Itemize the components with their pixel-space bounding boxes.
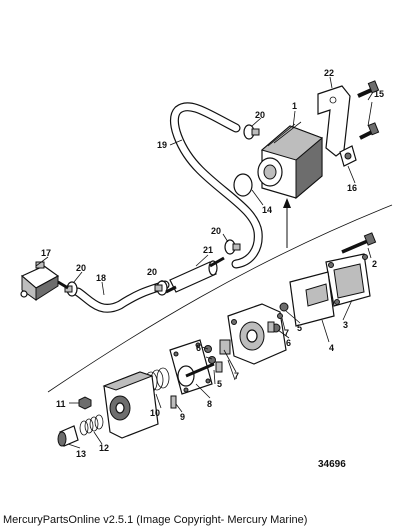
label-part-4: 4	[329, 343, 334, 353]
label-part-9: 9	[180, 412, 185, 422]
gasket-4	[289, 271, 335, 327]
label-part-7-lower: 7	[234, 371, 239, 381]
label-part-12: 12	[99, 443, 109, 453]
label-part-7-upper: 7	[284, 328, 289, 338]
plug-13	[57, 425, 79, 447]
piston-rod	[177, 362, 215, 387]
label-part-6-upper: 6	[286, 338, 291, 348]
label-part-11: 11	[56, 399, 66, 409]
label-part-13: 13	[76, 449, 86, 459]
label-part-14: 14	[262, 205, 272, 215]
pump-cover-3	[325, 253, 371, 307]
label-part-19: 19	[157, 140, 167, 150]
label-part-20-filter: 20	[147, 267, 157, 277]
label-part-10: 10	[150, 408, 160, 418]
pump-body	[227, 303, 287, 365]
label-part-3: 3	[343, 320, 348, 330]
label-part-17: 17	[41, 248, 51, 258]
o-ring-14	[233, 173, 253, 197]
label-part-21: 21	[203, 245, 213, 255]
spring-12	[79, 414, 104, 436]
label-part-2: 2	[372, 259, 377, 269]
figure-number: 34696	[318, 459, 346, 470]
label-part-6-lower: 6	[196, 343, 201, 353]
bracket-22	[317, 85, 351, 157]
hose-clamp-20-mid	[224, 239, 241, 255]
section-divider-line	[47, 204, 393, 393]
copyright-footer: MercuryPartsOnline v2.5.1 (Image Copyrig…	[3, 514, 308, 526]
nut-11	[78, 396, 92, 410]
hose-clamp-20-filter	[154, 280, 168, 296]
screw-15-lower	[359, 122, 380, 140]
fitting-16	[339, 145, 357, 167]
label-part-5-upper: 5	[297, 323, 302, 333]
assembly-arrow	[283, 198, 291, 248]
label-part-1: 1	[292, 101, 297, 111]
fuel-filter-21	[165, 256, 225, 294]
label-part-15: 15	[374, 89, 384, 99]
label-part-20-mid: 20	[211, 226, 221, 236]
fitting-17	[20, 261, 69, 301]
label-part-22: 22	[324, 68, 334, 78]
hose-clamp-20-left	[64, 281, 78, 297]
fuel-pump-1	[257, 121, 323, 200]
label-part-5-lower: 5	[217, 379, 222, 389]
fuel-pump-exploded-diagram: 1 2 3 4 5 5 6 6 7 7 8 9 10 11 12 13 14 1…	[20, 68, 393, 470]
pin-9	[170, 395, 177, 409]
leader-lines	[35, 76, 374, 449]
screw-15-upper	[357, 80, 380, 98]
label-part-18: 18	[96, 273, 106, 283]
label-part-20-top: 20	[255, 110, 265, 120]
label-part-20-left: 20	[76, 263, 86, 273]
label-part-16: 16	[347, 183, 357, 193]
fuel-hose-18	[73, 280, 170, 313]
label-part-8: 8	[207, 399, 212, 409]
pump-base	[102, 371, 159, 439]
screw-2	[341, 232, 377, 254]
hose-clamp-20-top	[243, 124, 260, 140]
fuel-hose-19	[169, 102, 263, 269]
